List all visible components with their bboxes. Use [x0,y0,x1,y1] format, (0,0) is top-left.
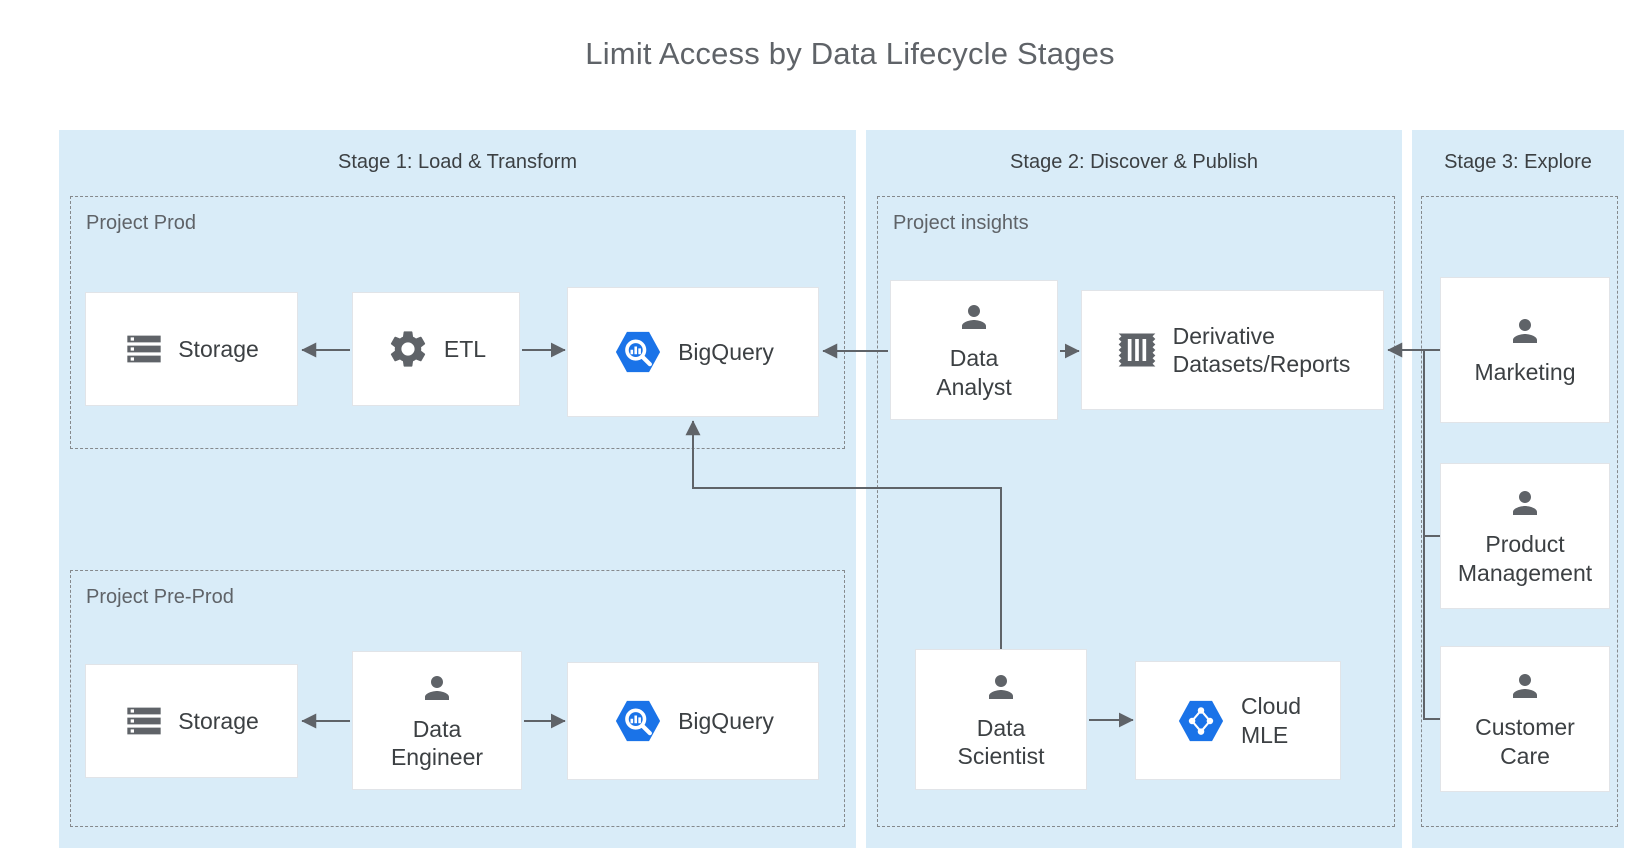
stage2-label: Stage 2: Discover & Publish [1010,151,1258,173]
node-label: Cloud MLE [1240,693,1302,748]
node-product-management: Product Management [1440,463,1610,609]
cloud-ml-icon [1175,695,1227,747]
project-prod-box [70,196,845,449]
node-bigquery-prod: BigQuery [567,287,819,417]
node-data-analyst: Data Analyst [890,280,1058,420]
node-data-engineer: Data Engineer [352,651,522,790]
report-icon [1115,328,1159,372]
node-label: Data Scientist [957,714,1045,769]
storage-icon [124,701,164,741]
project-insights-label: Project insights [893,212,1029,234]
node-derivative-datasets-reports: Derivative Datasets/Reports [1081,290,1384,410]
person-icon [1507,313,1543,349]
bigquery-icon [612,326,664,378]
project-preprod-box [70,570,845,827]
node-label: Customer Care [1475,714,1575,769]
node-label: Storage [178,335,259,362]
node-marketing: Marketing [1440,277,1610,423]
node-label: BigQuery [678,338,774,365]
node-data-scientist: Data Scientist [915,649,1087,790]
project-prod-label: Project Prod [86,212,197,234]
stage1-label: Stage 1: Load & Transform [337,151,578,173]
stage3-group-box [1421,196,1618,827]
bigquery-icon [612,695,664,747]
node-label: Data Engineer [390,715,484,770]
node-label: Marketing [1474,359,1576,386]
person-icon [419,670,455,706]
project-preprod-label: Project Pre-Prod [86,586,234,608]
node-label: Derivative Datasets/Reports [1172,322,1351,377]
node-etl: ETL [352,292,520,406]
node-label: Data Analyst [936,345,1012,400]
person-icon [1507,485,1543,521]
person-icon [956,299,992,335]
node-label: Storage [178,707,259,734]
node-label: BigQuery [678,707,774,734]
node-bigquery-preprod: BigQuery [567,662,819,780]
node-storage-preprod: Storage [85,664,298,778]
node-storage-prod: Storage [85,292,298,406]
node-customer-care: Customer Care [1440,646,1610,792]
node-label: Product Management [1457,531,1593,586]
person-icon [1507,668,1543,704]
person-icon [983,669,1019,705]
diagram-title: Limit Access by Data Lifecycle Stages [585,36,1115,71]
node-label: ETL [443,335,487,362]
stage3-label: Stage 3: Explore [1444,151,1592,173]
node-cloud-mle: Cloud MLE [1135,661,1341,780]
gear-icon [386,327,430,371]
storage-icon [124,329,164,369]
